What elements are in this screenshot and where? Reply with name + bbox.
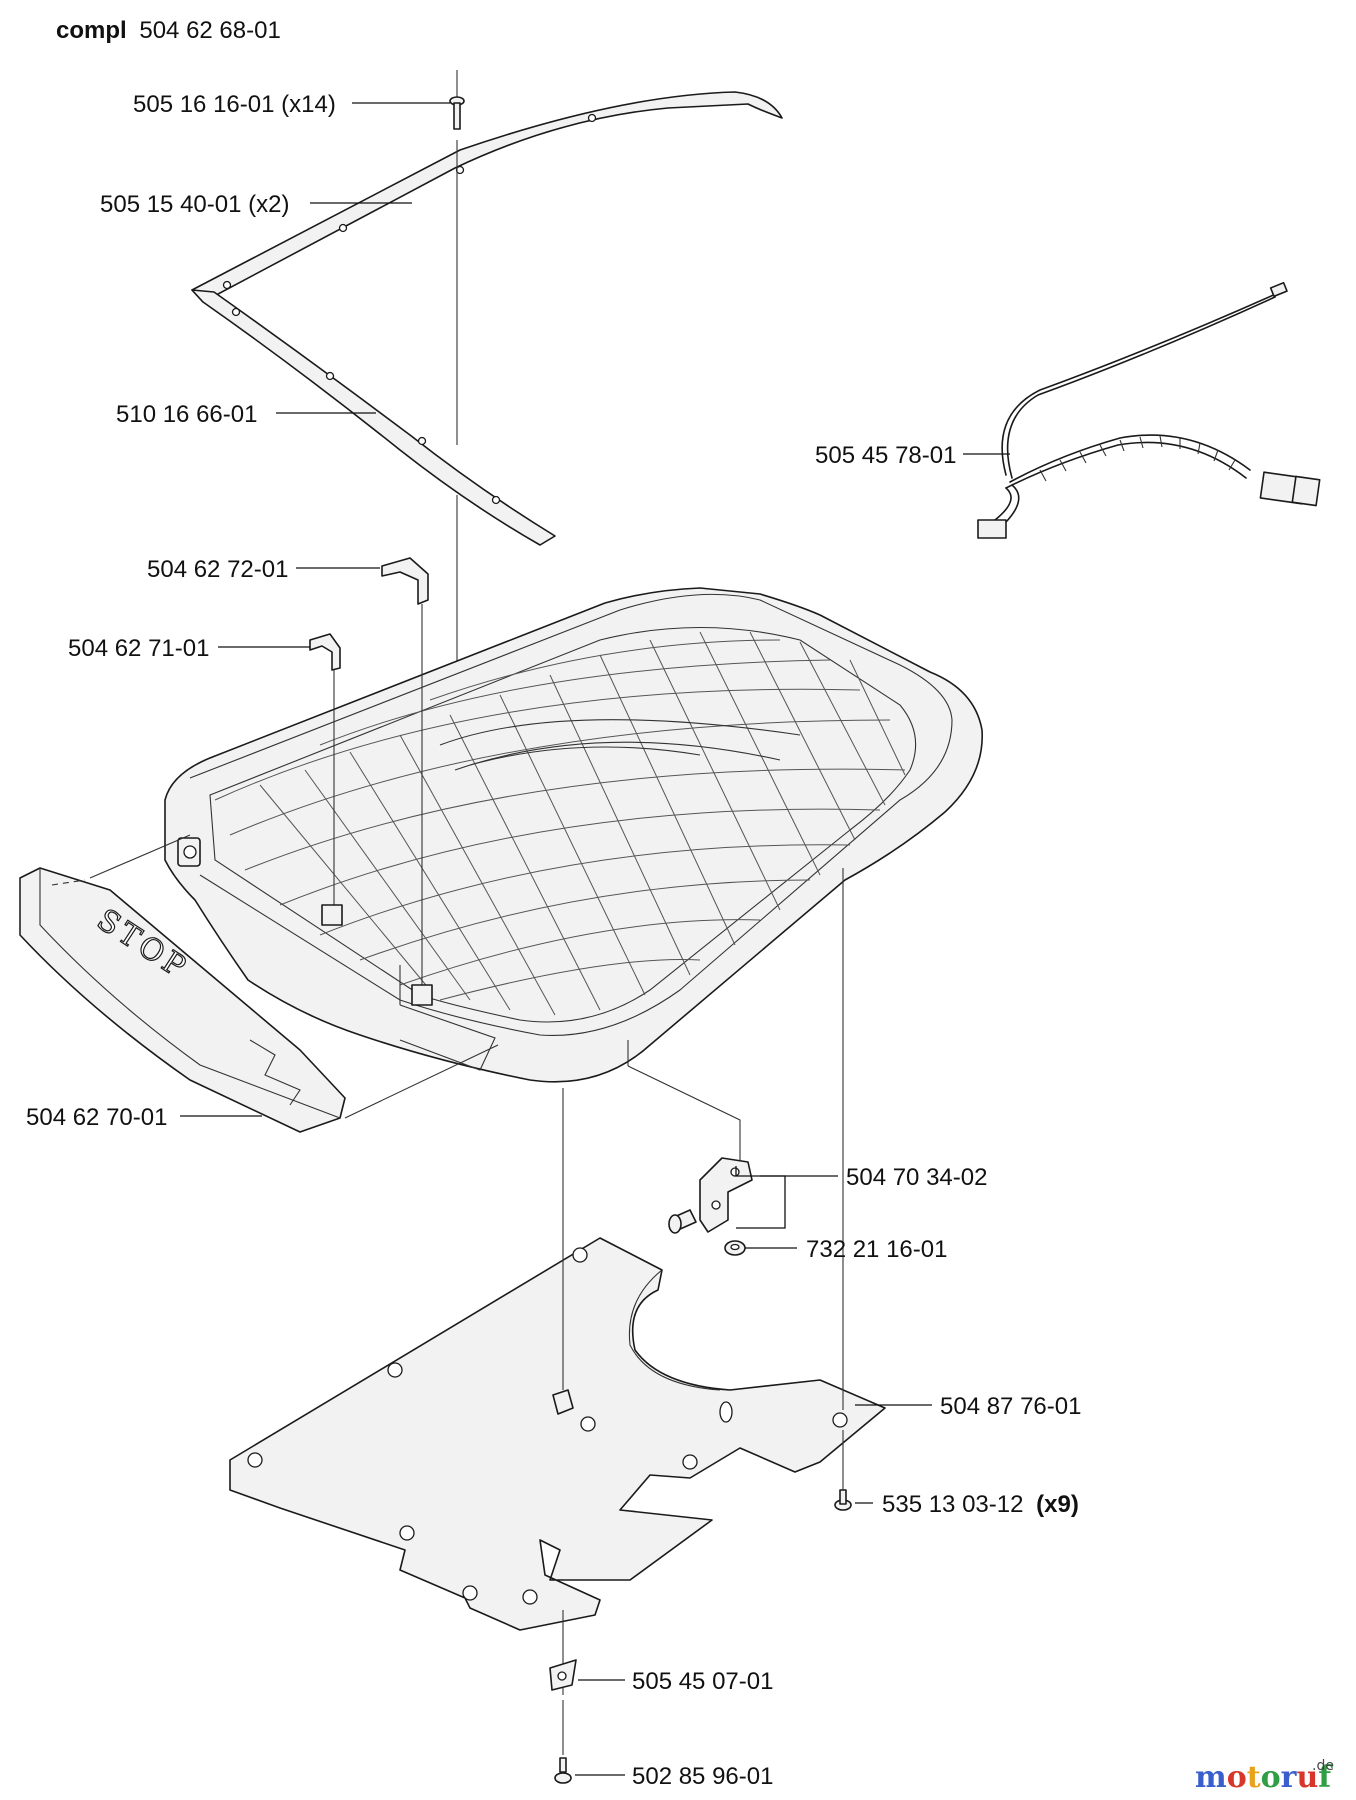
- callout-strip-outer: 505 15 40-01 (x2): [100, 191, 289, 218]
- callout-screw-qty: (x9): [1036, 1491, 1079, 1518]
- callout-screw-bottom: 502 85 96-01: [632, 1763, 773, 1790]
- strip-inner-part: [191, 289, 556, 546]
- compl-prefix: compl: [56, 17, 127, 44]
- nut-part: [724, 1240, 746, 1256]
- compl-number: 504 62 68-01: [139, 17, 280, 44]
- strip-outer-part: [191, 91, 783, 303]
- screw-bottom-part: [554, 1700, 572, 1784]
- callout-screw-number: 535 13 03-12: [882, 1491, 1023, 1518]
- watermark-letter: t: [1247, 1760, 1261, 1795]
- screw-part: [834, 1430, 852, 1511]
- cover-grid: [214, 631, 906, 1016]
- clip-large-part: [381, 557, 433, 1006]
- callout-rivet: 505 16 16-01 (x14): [133, 91, 336, 118]
- watermark-letter: f: [1318, 1760, 1333, 1795]
- leader-lines: [180, 102, 1010, 1776]
- cable-harness-part: [977, 281, 1321, 539]
- callout-nut: 732 21 16-01: [806, 1236, 947, 1263]
- callout-stop-bar: 504 62 70-01: [26, 1104, 167, 1131]
- watermark-logo: motoruf: [1195, 1760, 1333, 1795]
- callout-clip-small: 504 62 71-01: [68, 635, 209, 662]
- watermark-letter: u: [1296, 1760, 1318, 1795]
- watermark-letter: o: [1227, 1760, 1247, 1795]
- callout-cable-clamp: 505 45 07-01: [632, 1668, 773, 1695]
- rivet-part: [449, 70, 465, 680]
- watermark-letter: m: [1195, 1760, 1227, 1795]
- callout-screw: 535 13 03-12 (x9): [882, 1491, 1079, 1518]
- callout-cable-harness: 505 45 78-01: [815, 442, 956, 469]
- main-cover-part: [164, 587, 983, 1083]
- callout-bracket: 504 70 34-02: [846, 1164, 987, 1191]
- bracket-part: [627, 1040, 753, 1234]
- cable-clamp-part: [549, 1610, 577, 1695]
- watermark-suffix: .de: [1312, 1758, 1334, 1774]
- assembly-header: compl 504 62 68-01: [56, 17, 281, 44]
- base-plate-part: [229, 868, 886, 1631]
- clip-small-part: [309, 633, 343, 926]
- watermark-letter: r: [1281, 1760, 1298, 1795]
- callout-clip-large: 504 62 72-01: [147, 556, 288, 583]
- callout-base-plate: 504 87 76-01: [940, 1393, 1081, 1420]
- callout-strip-inner: 510 16 66-01: [116, 401, 257, 428]
- watermark-letter: o: [1261, 1760, 1281, 1795]
